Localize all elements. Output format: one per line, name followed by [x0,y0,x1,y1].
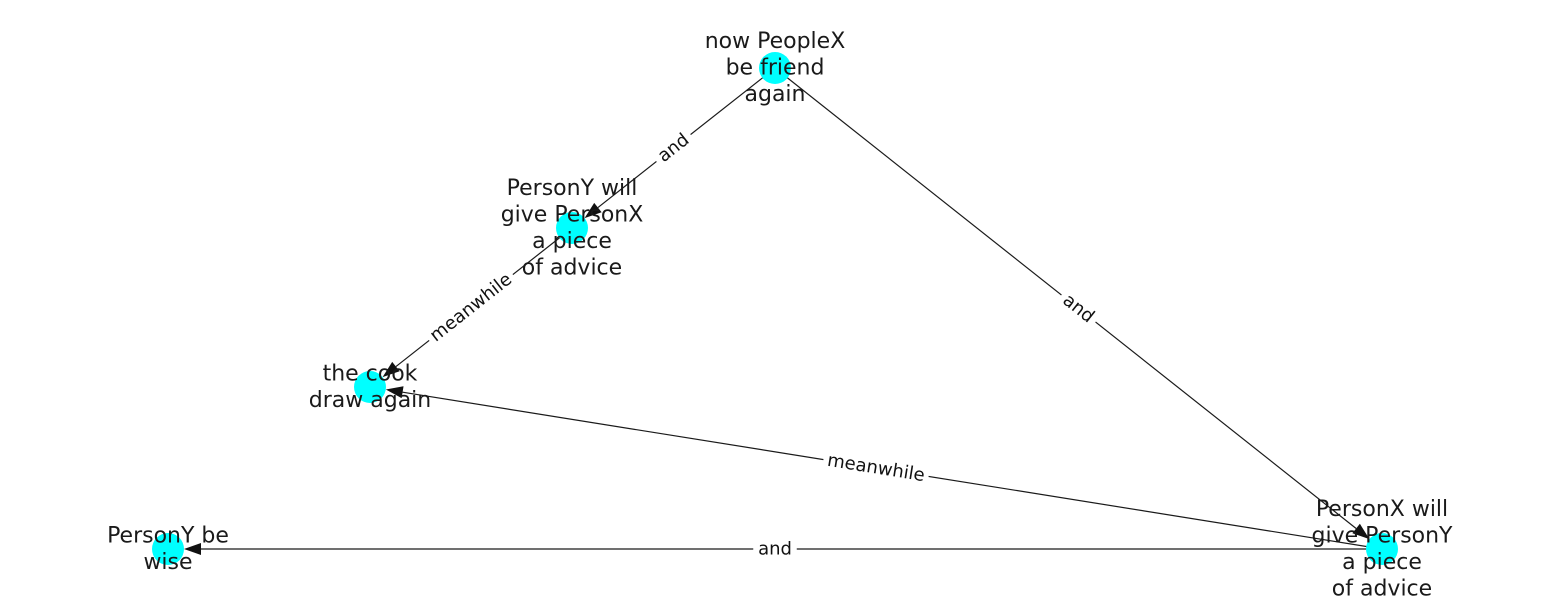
node-label-line: PersonY be [107,523,229,548]
node-label-line: be friend [726,56,825,81]
node-label-line: draw again [309,388,431,413]
node-label-line: a piece [1342,550,1422,575]
edge-label-background [1054,285,1103,332]
edge-label: meanwhile [426,269,516,346]
arrow-head-icon [184,543,201,555]
node-circle[interactable] [152,533,184,565]
edge-label: and [758,539,792,560]
node-circle[interactable] [759,52,791,84]
edge-label-group: meanwhile [821,447,931,489]
arrow-head-icon [584,202,602,219]
node-label-line: give PersonY [1312,523,1454,548]
arrow-head-icon [382,361,400,378]
arrow-head-icon [385,386,404,399]
node-label-line: of advice [522,255,622,280]
node-label-line: of advice [1332,576,1432,601]
edges-layer [184,67,1383,555]
edge-label-background [753,537,797,561]
node-circle[interactable] [1366,533,1398,565]
node-label-line: a piece [532,229,612,254]
edge-label-group: and [1054,285,1103,332]
edge-label-background [421,265,521,350]
edge-label-group: and [648,125,699,171]
arrow-head-icon [1352,523,1370,540]
node-label-line: PersonX will [1316,497,1448,522]
node-label-line: give PersonX [501,202,644,227]
node-label-line: now PeopleX [705,29,846,54]
node-label-line: the cook [323,361,418,386]
node-label-line: PersonY will [507,176,638,201]
edge-label-background [648,125,699,171]
node-label-line: wise [143,550,192,575]
node-circle[interactable] [354,371,386,403]
edge-label-group: and [753,537,797,561]
node-label-line: again [745,82,806,107]
edge-label: meanwhile [826,450,926,486]
edge-label-background [821,447,931,489]
node-circle[interactable] [556,212,588,244]
edge-label-group: meanwhile [421,265,521,350]
